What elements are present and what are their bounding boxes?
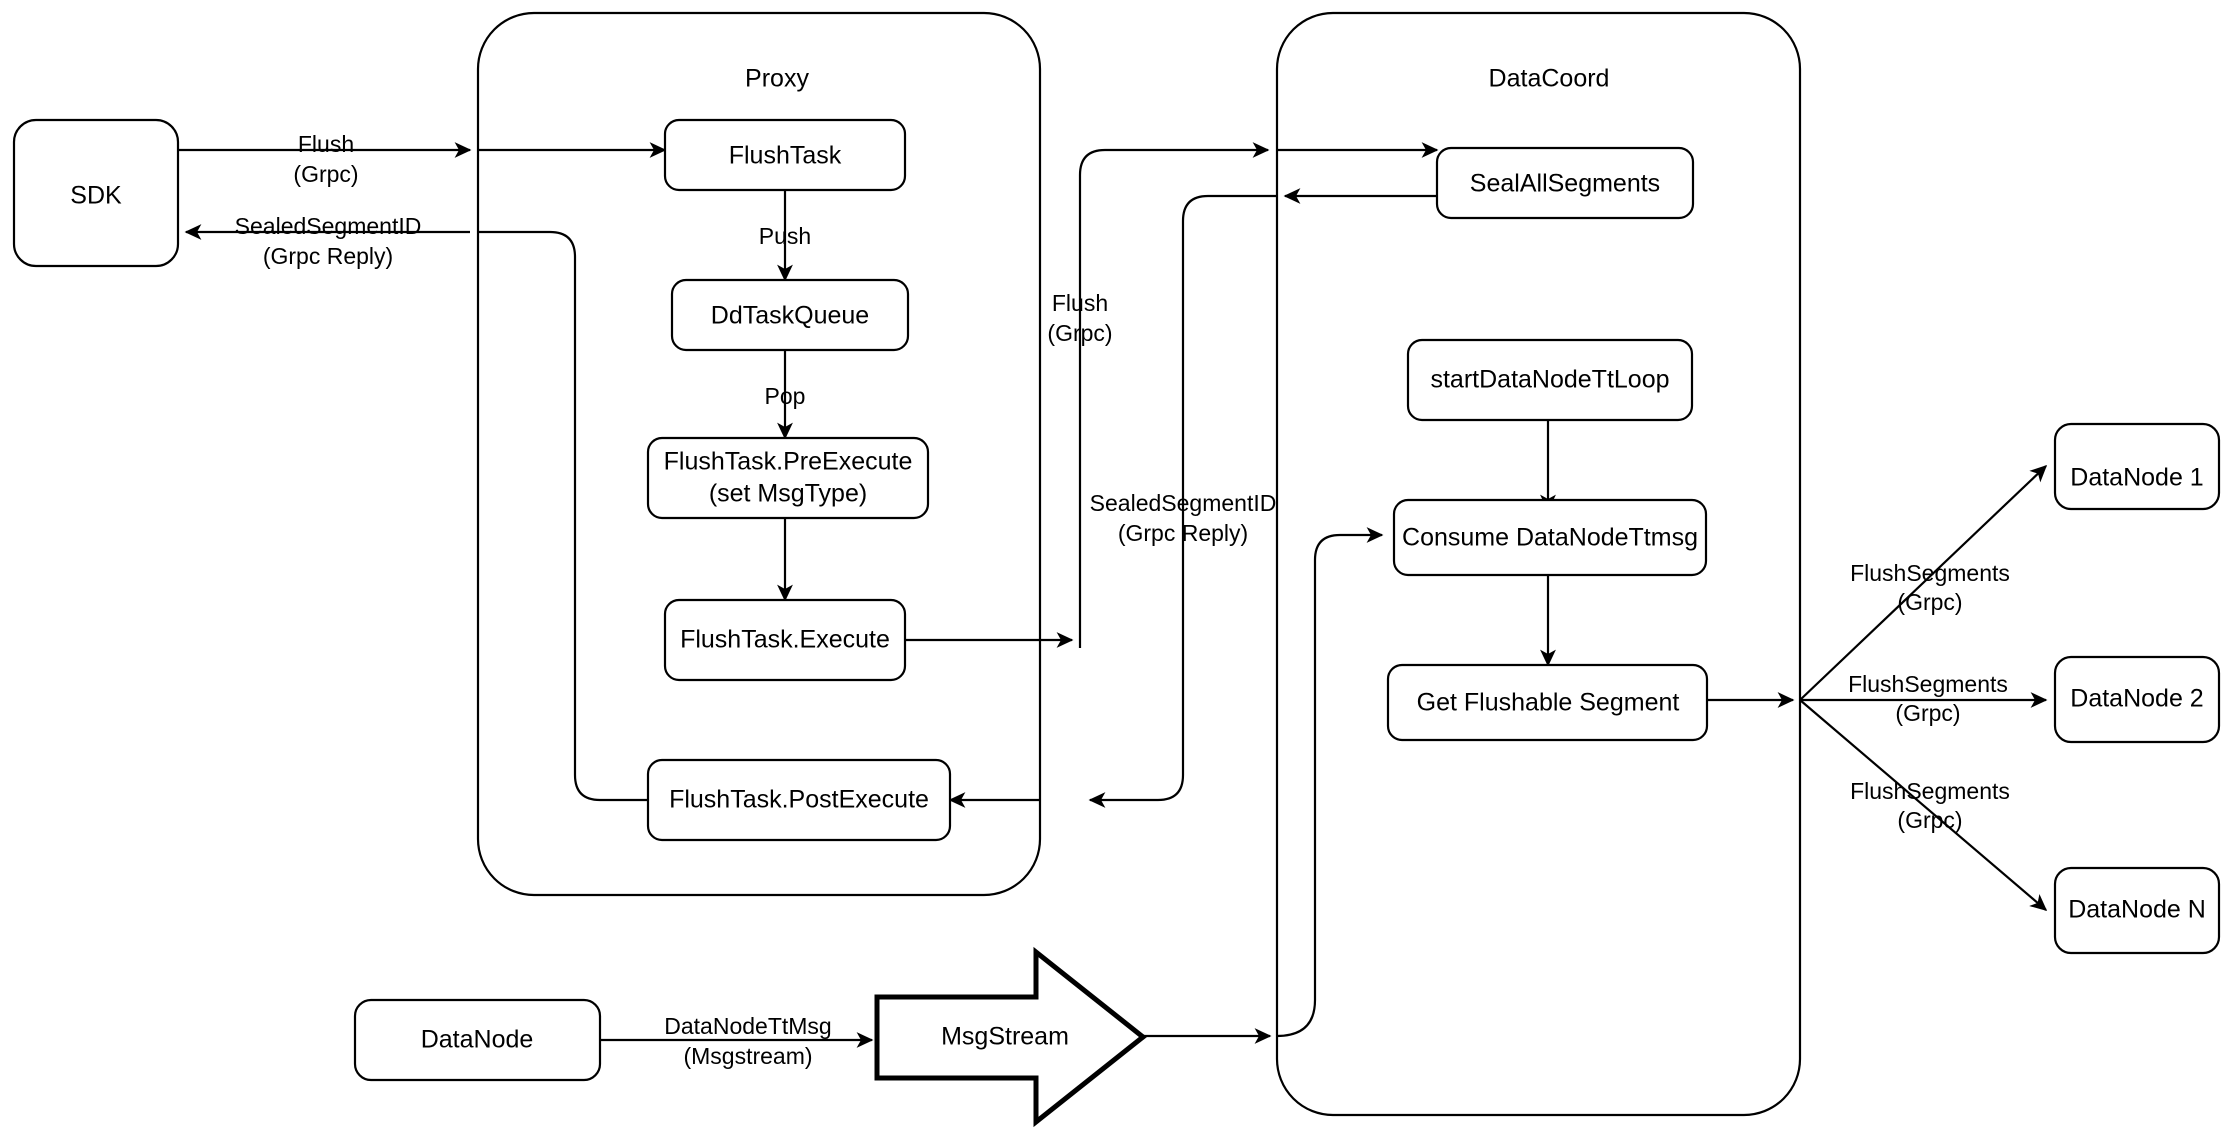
edge-label-flush-grpc-line1: Flush xyxy=(298,131,354,157)
node-consume-box xyxy=(1392,498,1708,577)
edge-sealedsegmentid-to-proxy xyxy=(1088,194,1277,808)
node-datanodeN-label: DataNode N xyxy=(2068,896,2206,924)
node-datanode-2[interactable]: DataNode 2 xyxy=(2053,655,2221,744)
node-datanode2-label: DataNode 2 xyxy=(2070,685,2203,713)
node-datanode-source-label: DataNode xyxy=(421,1026,534,1054)
node-flushtask[interactable]: FlushTask xyxy=(663,118,907,192)
edge-label-flush-mid-line2: (Grpc) xyxy=(1047,320,1112,346)
edge-label-flush-grpc-line2: (Grpc) xyxy=(293,161,358,187)
node-flushtask-box xyxy=(663,118,907,192)
edge-label-sealed-reply-line2: (Grpc Reply) xyxy=(263,243,393,269)
edge-label-datanodettmsg-line1: DataNodeTtMsg xyxy=(664,1013,831,1039)
edge-label-flushsegments2-line2: (Grpc) xyxy=(1895,700,1960,726)
node-datanode-n[interactable]: DataNode N xyxy=(2053,866,2221,955)
node-getflushable-label: Get Flushable Segment xyxy=(1417,689,1680,717)
node-startdatanodettloop-label: startDataNodeTtLoop xyxy=(1430,366,1669,394)
edge-label-push: Push xyxy=(759,223,811,249)
node-ddtaskqueue[interactable]: DdTaskQueue xyxy=(670,278,910,352)
node-sdk-box xyxy=(12,118,180,268)
node-msgstream[interactable]: MsgStream xyxy=(874,946,1148,1128)
node-datanode-source[interactable]: DataNode xyxy=(353,998,602,1082)
edge-label-pop: Pop xyxy=(765,383,806,409)
edge-label-sealed-reply-line1: SealedSegmentID xyxy=(235,213,422,239)
node-flushtask-label: FlushTask xyxy=(729,142,842,170)
group-datacoord xyxy=(1275,11,1802,1117)
node-startdatanodettloop[interactable]: startDataNodeTtLoop xyxy=(1406,338,1694,422)
node-execute-box xyxy=(663,598,907,682)
node-datanode-1[interactable]: DataNode 1 xyxy=(2053,422,2221,511)
edge-label-flush-mid-line1: Flush xyxy=(1052,290,1108,316)
node-get-flushable-segment[interactable]: Get Flushable Segment xyxy=(1386,663,1709,742)
node-ddtaskqueue-box xyxy=(670,278,910,352)
node-preexecute-box xyxy=(646,436,930,520)
node-execute-label: FlushTask.Execute xyxy=(680,626,890,654)
edge-label-flushsegments1-line2: (Grpc) xyxy=(1897,589,1962,615)
group-datacoord-label: DataCoord xyxy=(1489,65,1610,93)
node-preexecute-label-line1: FlushTask.PreExecute xyxy=(664,448,913,476)
group-proxy-label: Proxy xyxy=(745,65,809,93)
edge-postexecute-return-to-sdk xyxy=(478,230,648,802)
group-proxy xyxy=(476,11,1042,897)
node-sdk[interactable]: SDK xyxy=(12,118,180,268)
edge-label-datanodettmsg-line2: (Msgstream) xyxy=(683,1043,812,1069)
node-sealallsegments-box xyxy=(1435,146,1695,220)
node-postexecute-box xyxy=(646,758,952,842)
node-consume-label: Consume DataNodeTtmsg xyxy=(1402,524,1698,552)
node-flushtask-postexecute[interactable]: FlushTask.PostExecute xyxy=(646,758,952,842)
node-datanode-source-box xyxy=(353,998,602,1082)
msgstream-arrow-shape xyxy=(874,946,1148,1128)
node-startdatanodettloop-box xyxy=(1406,338,1694,422)
node-consume-datanodettmsg[interactable]: Consume DataNodeTtmsg xyxy=(1392,498,1708,577)
edge-label-flushsegments1-line1: FlushSegments xyxy=(1850,560,2010,586)
edge-fanout-to-datanodeN xyxy=(1799,699,2048,911)
node-datanode2-box xyxy=(2053,655,2221,744)
edge-label-sealed-mid-line1: SealedSegmentID xyxy=(1090,490,1277,516)
node-msgstream-label: MsgStream xyxy=(941,1023,1069,1051)
node-datanode1-box xyxy=(2053,422,2221,511)
node-flushtask-execute[interactable]: FlushTask.Execute xyxy=(663,598,907,682)
edge-label-flushsegments2-line1: FlushSegments xyxy=(1848,671,2008,697)
node-preexecute-label-line2: (set MsgType) xyxy=(709,480,867,508)
node-sdk-label: SDK xyxy=(70,182,122,210)
node-getflushable-box xyxy=(1386,663,1709,742)
node-sealallsegments-label: SealAllSegments xyxy=(1470,170,1660,198)
edge-flush-grpc-to-datacoord xyxy=(1078,142,1270,648)
edge-label-flushsegments3-line1: FlushSegments xyxy=(1850,778,2010,804)
node-datanodeN-box xyxy=(2053,866,2221,955)
node-ddtaskqueue-label: DdTaskQueue xyxy=(711,302,869,330)
node-postexecute-label: FlushTask.PostExecute xyxy=(669,786,929,814)
edge-label-flushsegments3-line2: (Grpc) xyxy=(1897,807,1962,833)
edge-msgstream-into-consume xyxy=(1276,527,1384,1038)
node-datanode1-label: DataNode 1 xyxy=(2070,464,2203,492)
node-sealallsegments[interactable]: SealAllSegments xyxy=(1435,146,1695,220)
edge-fanout-to-datanode1 xyxy=(1799,464,2048,701)
edge-label-sealed-mid-line2: (Grpc Reply) xyxy=(1118,520,1248,546)
node-flushtask-preexecute[interactable]: FlushTask.PreExecute (set MsgType) xyxy=(646,436,930,520)
